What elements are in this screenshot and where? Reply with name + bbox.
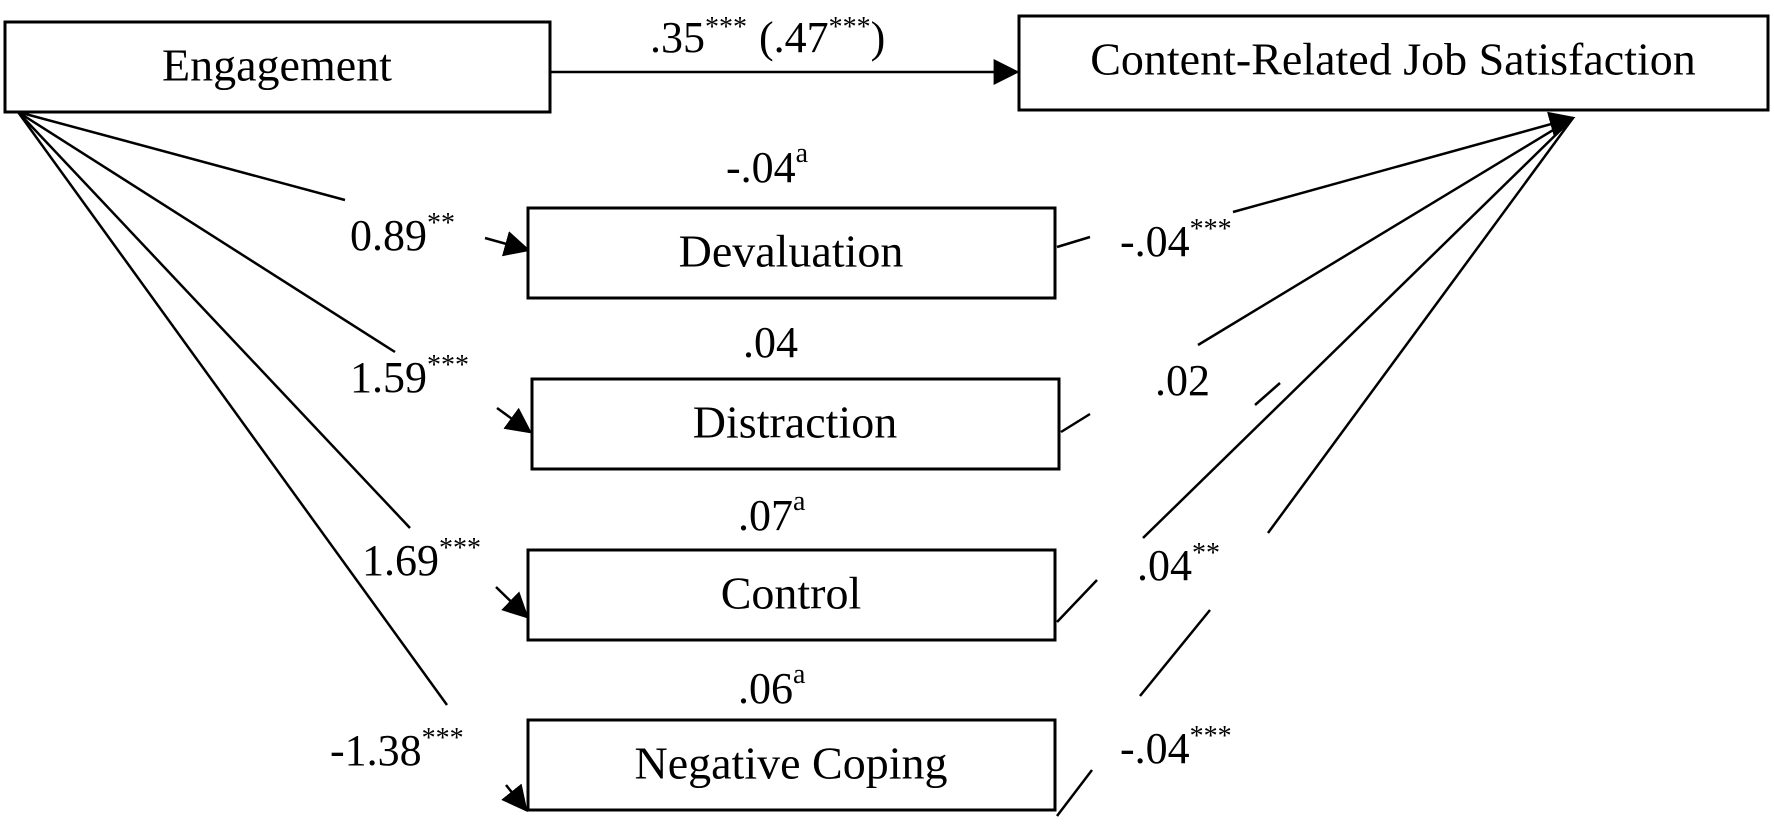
- path-engagement-negative-coping: [16, 111, 449, 706]
- path-negative-coping-outcome-mid: [1139, 609, 1211, 697]
- direct-effect-label: .35***(.47***): [650, 12, 885, 62]
- indirect-devaluation: -.04a: [726, 138, 809, 192]
- node-distraction: Distraction: [530, 377, 1061, 471]
- path-devaluation-outcome: [1232, 111, 1576, 214]
- node-negative-coping-label: Negative Coping: [635, 738, 948, 789]
- path-engagement-distraction: [17, 110, 396, 354]
- path-control-outcome: [1142, 117, 1574, 539]
- node-outcome: Content-Related Job Satisfaction: [1017, 14, 1770, 112]
- a-coef-devaluation: 0.89**: [350, 208, 455, 260]
- path-engagement-negative-coping-tip: [501, 783, 528, 813]
- node-control: Control: [526, 548, 1057, 642]
- path-engagement-control: [17, 111, 411, 529]
- node-engagement: Engagement: [3, 20, 552, 114]
- node-engagement-label: Engagement: [162, 40, 392, 91]
- path-control-outcome-stub: [1056, 579, 1098, 623]
- path-control-outcome-mid: [1254, 382, 1281, 406]
- path-devaluation-outcome-stub: [1056, 235, 1091, 249]
- path-engagement-devaluation-tip: [484, 231, 531, 257]
- a-coef-distraction: 1.59***: [350, 350, 469, 402]
- path-engagement-devaluation: [17, 110, 346, 202]
- indirect-distraction: .04: [743, 318, 798, 367]
- a-coef-control: 1.69***: [362, 533, 481, 585]
- path-engagement-control-tip: [495, 586, 529, 619]
- path-negative-coping-outcome-stub: [1056, 769, 1093, 817]
- path-distraction-outcome: [1197, 116, 1574, 347]
- b-coef-control: .04**: [1137, 538, 1220, 590]
- b-coef-devaluation: -.04***: [1120, 214, 1232, 266]
- indirect-control: .07a: [738, 486, 806, 540]
- a-coef-negative-coping: -1.38***: [330, 723, 464, 775]
- node-devaluation: Devaluation: [526, 206, 1057, 300]
- node-distraction-label: Distraction: [693, 397, 897, 448]
- node-control-label: Control: [721, 568, 862, 619]
- b-coef-negative-coping: -.04***: [1120, 721, 1232, 773]
- indirect-negative-coping: .06a: [738, 659, 806, 713]
- path-negative-coping-outcome: [1266, 117, 1575, 534]
- node-devaluation-label: Devaluation: [679, 226, 904, 277]
- b-coef-distraction: .02: [1155, 356, 1210, 405]
- node-outcome-label: Content-Related Job Satisfaction: [1090, 34, 1696, 85]
- a-paths: [16, 110, 533, 813]
- path-engagement-distraction-tip: [496, 406, 533, 434]
- b-paths: [1056, 111, 1576, 817]
- node-negative-coping: Negative Coping: [526, 718, 1057, 812]
- path-distraction-outcome-stub: [1060, 412, 1091, 434]
